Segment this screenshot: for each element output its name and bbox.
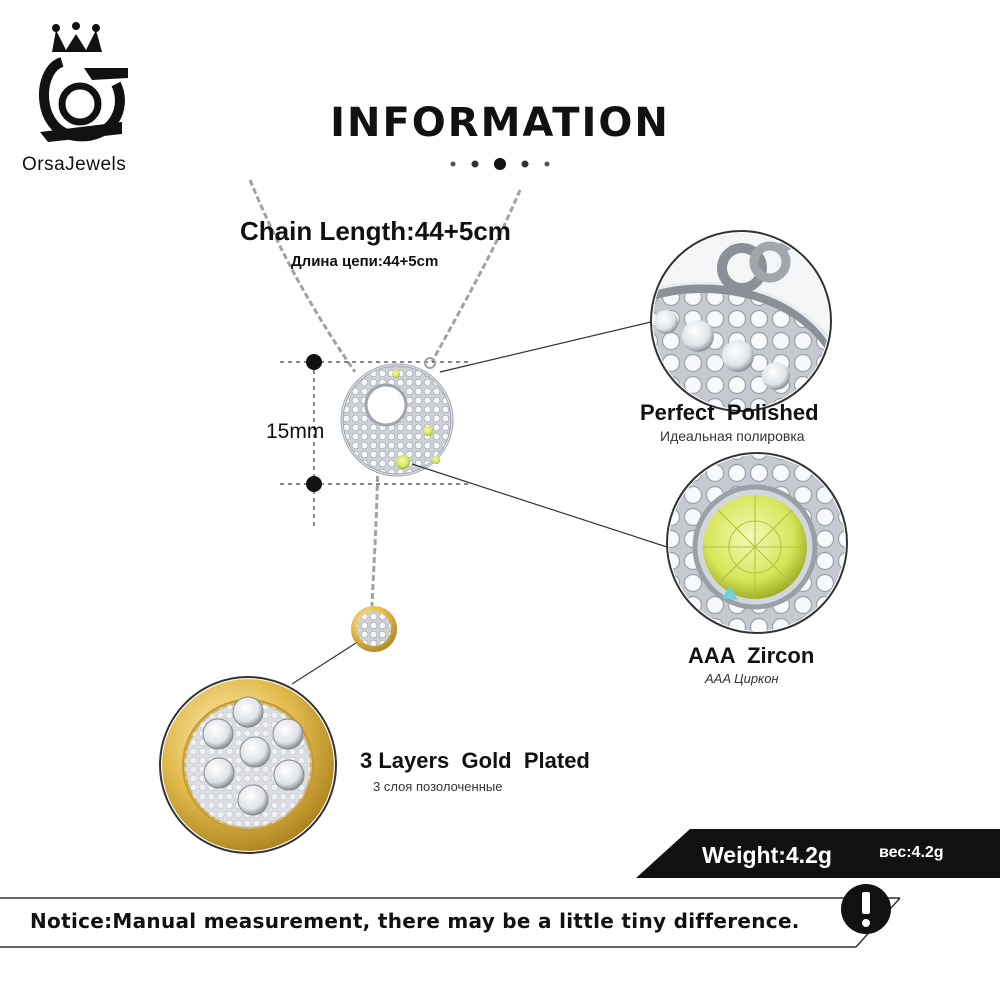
weight-label: Weight:4.2g xyxy=(702,842,832,868)
chain-length-label-ru: Длина цепи:44+5cm xyxy=(291,253,439,270)
exclamation-icon xyxy=(841,884,891,934)
main-pendant xyxy=(340,357,454,477)
dimension-markers xyxy=(280,354,470,530)
notice-text: Notice:Manual measurement, there may be … xyxy=(30,909,800,933)
weight-band xyxy=(636,829,1000,878)
weight-label-ru: вес:4.2g xyxy=(879,844,944,861)
chain-length-label: Chain Length:44+5cm xyxy=(240,216,511,246)
callout-lines xyxy=(291,320,671,685)
feature-polished-title: Perfect Polished xyxy=(640,400,819,425)
title-dots xyxy=(450,158,550,170)
feature-zircon-title: AAA Zircon xyxy=(688,643,815,668)
feature-zircon-subtitle: AAA Циркон xyxy=(705,671,779,686)
page-title: INFORMATION xyxy=(330,100,670,146)
gold-detail-circle xyxy=(159,676,337,854)
logo-icon xyxy=(39,22,128,142)
zircon-detail-circle xyxy=(666,452,848,634)
feature-gold-title: 3 Layers Gold Plated xyxy=(360,748,590,773)
pendant-size-label: 15mm xyxy=(266,420,325,443)
brand-name: OrsaJewels xyxy=(22,154,127,175)
polished-detail-circle xyxy=(650,230,832,412)
feature-polished-subtitle: Идеальная полировка xyxy=(660,428,805,444)
feature-gold-subtitle: 3 слоя позолоченные xyxy=(373,779,503,794)
gold-drop-charm xyxy=(351,606,397,652)
